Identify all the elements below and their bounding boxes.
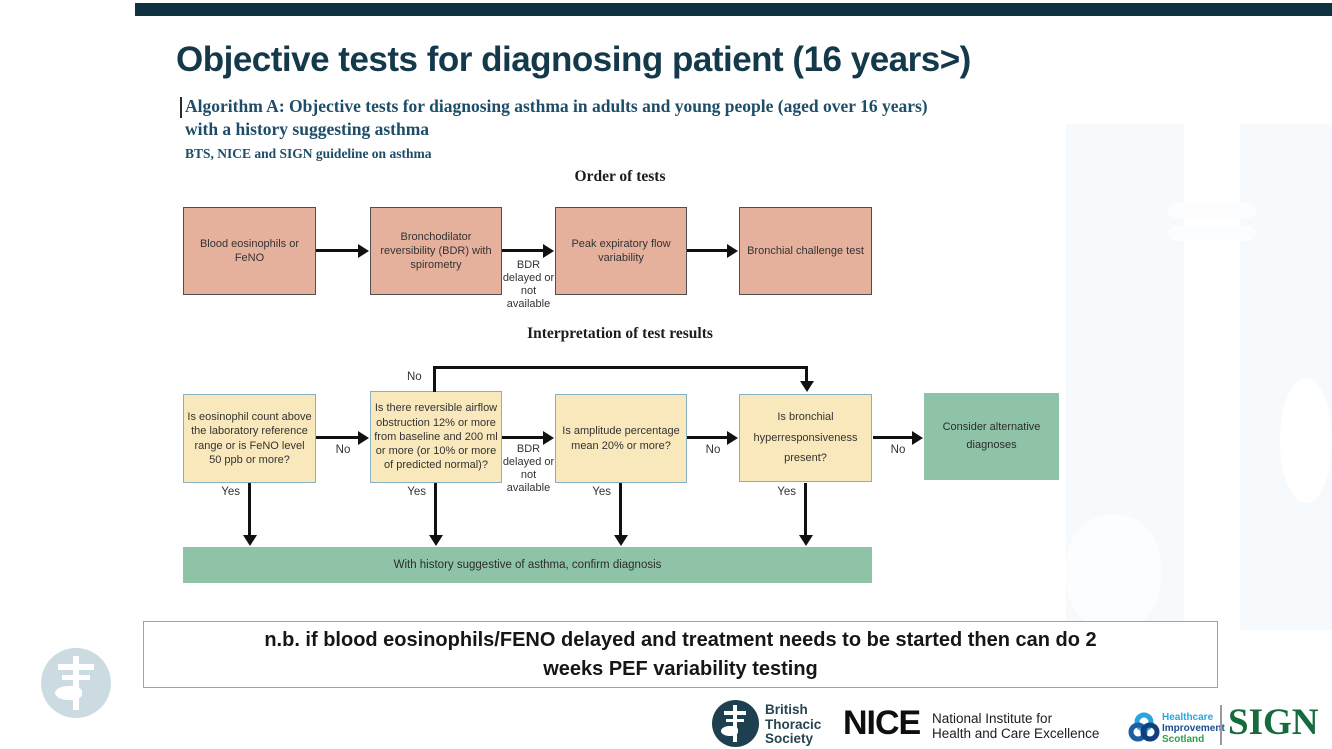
- subtitle-line-1: Algorithm A: Objective tests for diagnos…: [185, 96, 928, 116]
- question-box-amplitude-percentage: Is amplitude percentage mean 20% or more…: [555, 394, 687, 483]
- arrow-down-icon: [799, 366, 814, 392]
- bts-watermark-cross: [58, 664, 94, 670]
- arrow-down-icon: [613, 483, 628, 546]
- label-no: No: [407, 371, 422, 383]
- watermark-cross-trunk: [1184, 85, 1240, 630]
- order-of-tests-heading: Order of tests: [574, 168, 666, 185]
- arrow-down-icon: [242, 483, 257, 546]
- bts-watermark-cross: [73, 656, 79, 710]
- bts-logo-cross: [724, 711, 746, 715]
- top-accent-bar: [135, 3, 1332, 16]
- interpretation-heading: Interpretation of test results: [527, 325, 713, 342]
- arrow-down-icon: [428, 483, 443, 546]
- bdr-delayed-note-bottom: BDR delayed or not available: [502, 443, 555, 494]
- bdr-delayed-note-top: BDR delayed or not available: [502, 259, 555, 310]
- label-no: No: [890, 444, 906, 456]
- watermark-band: [1168, 226, 1256, 241]
- bts-text-line: British: [765, 702, 808, 717]
- arrow-right-icon: [316, 430, 369, 445]
- arrow-right-icon: [687, 243, 738, 258]
- flow-box-bronchial-challenge: Bronchial challenge test: [739, 207, 872, 295]
- question-box-hyperresponsiveness: Is bronchial hyperresponsiveness present…: [739, 394, 872, 482]
- bts-logo-cross: [733, 705, 737, 742]
- subtitle-line-2: with a history suggesting asthma: [185, 119, 430, 139]
- text-cursor: [180, 97, 182, 118]
- page-title: Objective tests for diagnosing patient (…: [176, 40, 971, 79]
- bts-watermark-cross: [62, 675, 90, 680]
- his-text-line: Healthcare: [1162, 712, 1214, 723]
- guideline-source-line: BTS, NICE and SIGN guideline on asthma: [185, 146, 432, 161]
- bts-text-line: Society: [765, 731, 814, 746]
- arrow-down-icon: [798, 483, 813, 546]
- logo-separator: [1220, 705, 1222, 745]
- confirm-diagnosis-bar: With history suggestive of asthma, confi…: [183, 547, 872, 583]
- flow-box-bdr-spirometry: Bronchodilator reversibility (BDR) with …: [370, 207, 502, 295]
- watermark-flame: [1280, 378, 1332, 503]
- nb-note-line-2: weeks PEF variability testing: [543, 657, 818, 680]
- sign-logo: SIGN: [1228, 702, 1319, 743]
- outcome-box-alternative-diagnoses: Consider alternative diagnoses: [924, 393, 1059, 480]
- his-text-line: Scotland: [1162, 734, 1205, 745]
- watermark-blob: [1066, 515, 1161, 630]
- label-yes: Yes: [592, 486, 611, 498]
- question-box-reversible-obstruction: Is there reversible airflow obstruction …: [370, 391, 502, 483]
- his-logo-icon: [1128, 712, 1160, 742]
- arrow-right-icon: [502, 243, 554, 258]
- question-box-eosinophil-feno: Is eosinophil count above the laboratory…: [183, 394, 316, 483]
- arrow-right-icon: [873, 430, 923, 445]
- label-yes: Yes: [221, 486, 240, 498]
- flow-box-blood-eosinophils: Blood eosinophils or FeNO: [183, 207, 316, 295]
- nice-tagline-line: Health and Care Excellence: [932, 725, 1100, 741]
- connector-line: [433, 366, 436, 392]
- watermark-band: [1168, 203, 1256, 218]
- label-yes: Yes: [777, 486, 796, 498]
- nb-note-line-1: n.b. if blood eosinophils/FENO delayed a…: [264, 628, 1097, 651]
- nice-tagline-line: National Institute for: [932, 711, 1053, 726]
- nb-note-box: n.b. if blood eosinophils/FENO delayed a…: [143, 621, 1218, 688]
- his-logo-text: Healthcare Improvement Scotland: [1162, 712, 1225, 745]
- arrow-right-icon: [687, 430, 738, 445]
- nice-logo: NICE: [843, 704, 921, 742]
- bts-text-line: Thoracic: [765, 716, 822, 732]
- label-no: No: [335, 444, 351, 456]
- connector-line: [433, 366, 808, 369]
- bts-logo-lion: [721, 726, 738, 736]
- bts-logo-cross: [726, 719, 744, 722]
- nice-tagline: National Institute for Health and Care E…: [932, 711, 1100, 741]
- label-no: No: [705, 444, 721, 456]
- bts-watermark-lion: [55, 686, 82, 700]
- arrow-right-icon: [316, 243, 369, 258]
- flow-box-pef-variability: Peak expiratory flow variability: [555, 207, 687, 295]
- his-text-line: Improvement: [1162, 723, 1225, 734]
- label-yes: Yes: [407, 486, 426, 498]
- arrow-right-icon: [502, 430, 554, 445]
- bts-logo-text: British Thoracic Society: [765, 702, 822, 747]
